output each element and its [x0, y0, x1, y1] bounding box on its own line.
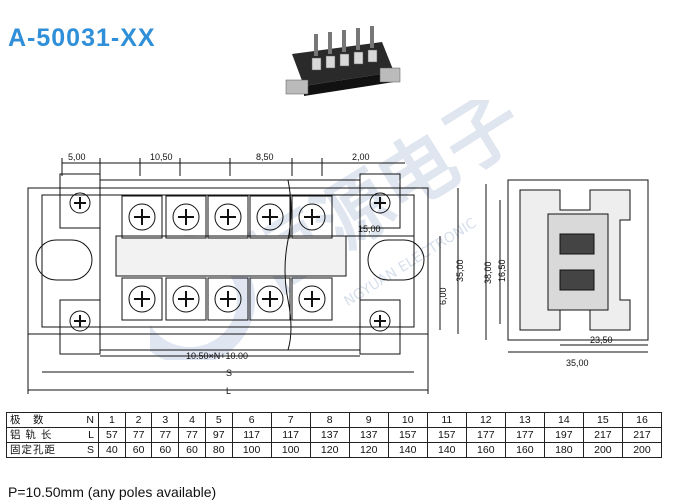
table-cell: 15: [582, 412, 623, 428]
row-key: L: [88, 428, 95, 441]
row-key: S: [86, 443, 95, 456]
table-cell: 11: [426, 412, 467, 428]
row-label: 极 数: [10, 413, 45, 426]
dim-38: 38,00: [483, 261, 493, 284]
row-label: 铝 轨 长: [10, 428, 53, 441]
table-cell: 217: [621, 427, 663, 443]
table-cell: 5: [204, 412, 233, 428]
table-cell: 13: [504, 412, 545, 428]
table-cell: 3: [151, 412, 180, 428]
table-cell: 137: [309, 427, 350, 443]
table-cell: 157: [426, 427, 467, 443]
table-cell: 7: [270, 412, 311, 428]
row-label: 固定孔距: [10, 443, 56, 456]
dim-l: L: [226, 386, 231, 396]
dim-5: 5,00: [68, 152, 86, 162]
dim-23-50: 23,50: [590, 335, 613, 345]
table-cell: 80: [204, 442, 233, 458]
table-cell: 12: [465, 412, 506, 428]
table-cell: 197: [543, 427, 584, 443]
table-cell: 140: [426, 442, 467, 458]
table-cell: 60: [151, 442, 180, 458]
dim-10-50: 10,50: [150, 152, 173, 162]
row-key: N: [86, 413, 95, 426]
table-cell: 60: [124, 442, 153, 458]
dim-15: 15,00: [358, 224, 381, 234]
table-cell: 177: [465, 427, 506, 443]
table-cell: 8: [309, 412, 350, 428]
table-cell: 16: [621, 412, 663, 428]
table-cell: 77: [151, 427, 180, 443]
table-cell: 1: [98, 412, 126, 428]
dim-formula: 10.50×N+10.00: [186, 351, 248, 361]
table-cell: 97: [204, 427, 233, 443]
dim-6: 6,00: [438, 287, 448, 305]
dim-35-left: 35,00: [455, 259, 465, 282]
table-cell: 117: [231, 427, 272, 443]
table-cell: 120: [309, 442, 350, 458]
technical-drawing: 5,00 10,50 8,50 2,00 15,00 6,00 35,00 38…: [27, 152, 649, 396]
table-cell: 100: [231, 442, 272, 458]
product-photo: [285, 26, 401, 96]
table-cell: 40: [98, 442, 126, 458]
table-cell: 10: [387, 412, 428, 428]
footnote: P=10.50mm (any poles available): [8, 484, 217, 500]
table-cell: 180: [543, 442, 584, 458]
table-cell: 160: [465, 442, 506, 458]
page-title: A-50031-XX: [8, 24, 156, 52]
table-cell: 77: [178, 427, 206, 443]
dim-s: S: [226, 368, 232, 378]
table-cell: 177: [504, 427, 545, 443]
table-cell: 217: [582, 427, 623, 443]
table-cell: 137: [348, 427, 389, 443]
table-cell: 57: [98, 427, 126, 443]
table-cell: 200: [621, 442, 663, 458]
dim-8-50: 8,50: [256, 152, 274, 162]
table-cell: 157: [387, 427, 428, 443]
table-cell: 140: [387, 442, 428, 458]
table-cell: 14: [543, 412, 584, 428]
table-cell: 60: [178, 442, 206, 458]
dim-2: 2,00: [352, 152, 370, 162]
table-cell: 120: [348, 442, 389, 458]
table-cell: 100: [270, 442, 311, 458]
table-cell: 4: [178, 412, 206, 428]
table-cell: 9: [348, 412, 389, 428]
table-cell: 6: [231, 412, 272, 428]
table-cell: 160: [504, 442, 545, 458]
dim-16-50: 16,50: [497, 259, 507, 282]
table-cell: 2: [124, 412, 153, 428]
table-cell: 200: [582, 442, 623, 458]
dim-35-bottom: 35,00: [566, 358, 589, 368]
table-cell: 117: [270, 427, 311, 443]
table-cell: 77: [124, 427, 153, 443]
row-header: 固定孔距 S: [6, 442, 99, 458]
